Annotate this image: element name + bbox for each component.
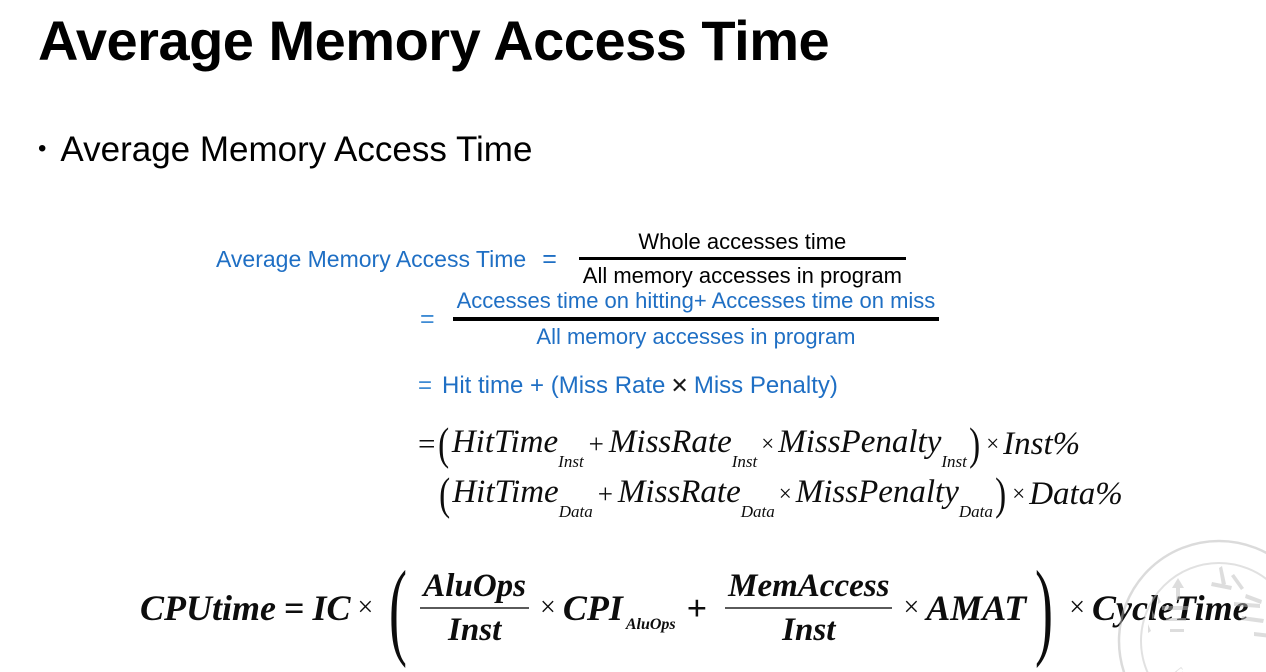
multiply-icon: × — [986, 431, 1000, 457]
fraction-whole-over-all: Whole accesses time All memory accesses … — [578, 228, 906, 290]
instruction-count-label: IC — [312, 588, 351, 628]
term-misspenalty-data: MissPenaltyData — [795, 474, 993, 521]
cycletime-term: CycleTime — [1092, 588, 1249, 628]
hit-time-expression-part2: Miss Penalty) — [693, 372, 838, 399]
subscript: Inst — [731, 451, 758, 471]
term-hittime-data: HitTimeData — [452, 474, 592, 521]
fraction-numerator: Whole accesses time — [638, 229, 847, 254]
formula-row-hit-miss: = Hit time + (Miss Rate ✕ Miss Penalty) — [418, 370, 838, 402]
bullet-list-item: • Average Memory Access Time — [38, 128, 532, 172]
fraction-bar — [578, 257, 906, 260]
term-label: MissPenalty — [778, 424, 942, 460]
close-paren: ) — [995, 467, 1007, 519]
term-label: MissPenalty — [795, 474, 959, 510]
subscript: AluOps — [625, 616, 676, 633]
multiply-icon: ✕ — [670, 373, 689, 398]
fraction-numerator: AluOps — [423, 568, 527, 604]
subscript: Data — [958, 501, 993, 521]
fraction-denominator: Inst — [782, 612, 836, 648]
fraction-hit-miss-over-all: Accesses time on hitting+ Accesses time … — [452, 286, 940, 352]
formula-row-definition: Average Memory Access Time = Whole acces… — [216, 228, 906, 290]
equals-sign: = — [418, 426, 436, 462]
formula-row-expanded: = Accesses time on hitting+ Accesses tim… — [420, 286, 940, 352]
amat-data-equation: ( HitTimeData + MissRateData × MissPenal… — [437, 467, 1123, 521]
equals-sign: = — [418, 372, 433, 399]
multiply-icon: × — [761, 431, 775, 457]
open-paren: ( — [439, 467, 451, 519]
plus-sign: + — [588, 428, 604, 459]
multiply-icon: × — [903, 592, 920, 623]
multiply-icon: × — [1069, 592, 1086, 623]
plus-sign: + — [597, 478, 613, 509]
fraction-denominator: All memory accesses in program — [582, 263, 902, 288]
fraction-aluops-over-inst: AluOps Inst — [416, 566, 533, 650]
term-label: HitTime — [452, 474, 559, 510]
term-label: HitTime — [451, 424, 559, 460]
amat-inst-equation: = ( HitTimeInst + MissRateInst × MissPen… — [418, 417, 1081, 471]
subscript: Data — [740, 501, 775, 521]
fraction-numerator: MemAccess — [728, 568, 890, 604]
fraction-denominator: All memory accesses in program — [536, 324, 856, 349]
equals-sign: = — [542, 244, 557, 273]
fraction-memaccess-over-inst: MemAccess Inst — [721, 566, 896, 650]
fraction-bar — [452, 317, 940, 321]
multiply-icon: × — [540, 592, 556, 623]
close-paren: ) — [969, 417, 981, 469]
equals-sign: = — [420, 304, 435, 333]
term-label: MissRate — [617, 474, 741, 510]
plus-sign: + — [686, 588, 708, 628]
open-paren: ( — [438, 417, 450, 469]
fraction-numerator: Accesses time on hitting+ Accesses time … — [456, 288, 936, 313]
cputime-label: CPUtime — [140, 588, 276, 628]
multiply-icon: × — [778, 481, 792, 507]
amat-label: Average Memory Access Time — [216, 246, 527, 272]
subscript: Inst — [941, 451, 967, 471]
term-misspenalty-inst: MissPenaltyInst — [778, 424, 967, 471]
page-title: Average Memory Access Time — [38, 9, 830, 72]
multiply-icon: × — [1012, 481, 1026, 507]
bullet-point-icon: • — [38, 135, 47, 162]
term-hittime-inst: HitTimeInst — [451, 424, 584, 471]
multiply-icon: × — [357, 592, 374, 623]
data-percent: Data% — [1029, 475, 1123, 512]
equals-sign: = — [283, 588, 305, 628]
fraction-denominator: Inst — [448, 612, 502, 648]
inst-percent: Inst% — [1003, 425, 1081, 462]
term-missrate-data: MissRateData — [617, 474, 775, 521]
subscript: Inst — [558, 451, 584, 471]
term-label: MissRate — [608, 424, 732, 460]
bullet-item-label: Average Memory Access Time — [60, 130, 533, 169]
term-missrate-inst: MissRateInst — [608, 424, 757, 471]
fraction-bar — [725, 607, 893, 609]
cpi-label: CPI — [562, 588, 623, 628]
hit-time-expression-part1: Hit time + (Miss Rate — [442, 372, 666, 399]
amat-term: AMAT — [926, 588, 1027, 628]
watermark-text: ZHE — [1150, 663, 1194, 672]
fraction-bar — [420, 607, 530, 609]
subscript: Data — [558, 501, 593, 521]
